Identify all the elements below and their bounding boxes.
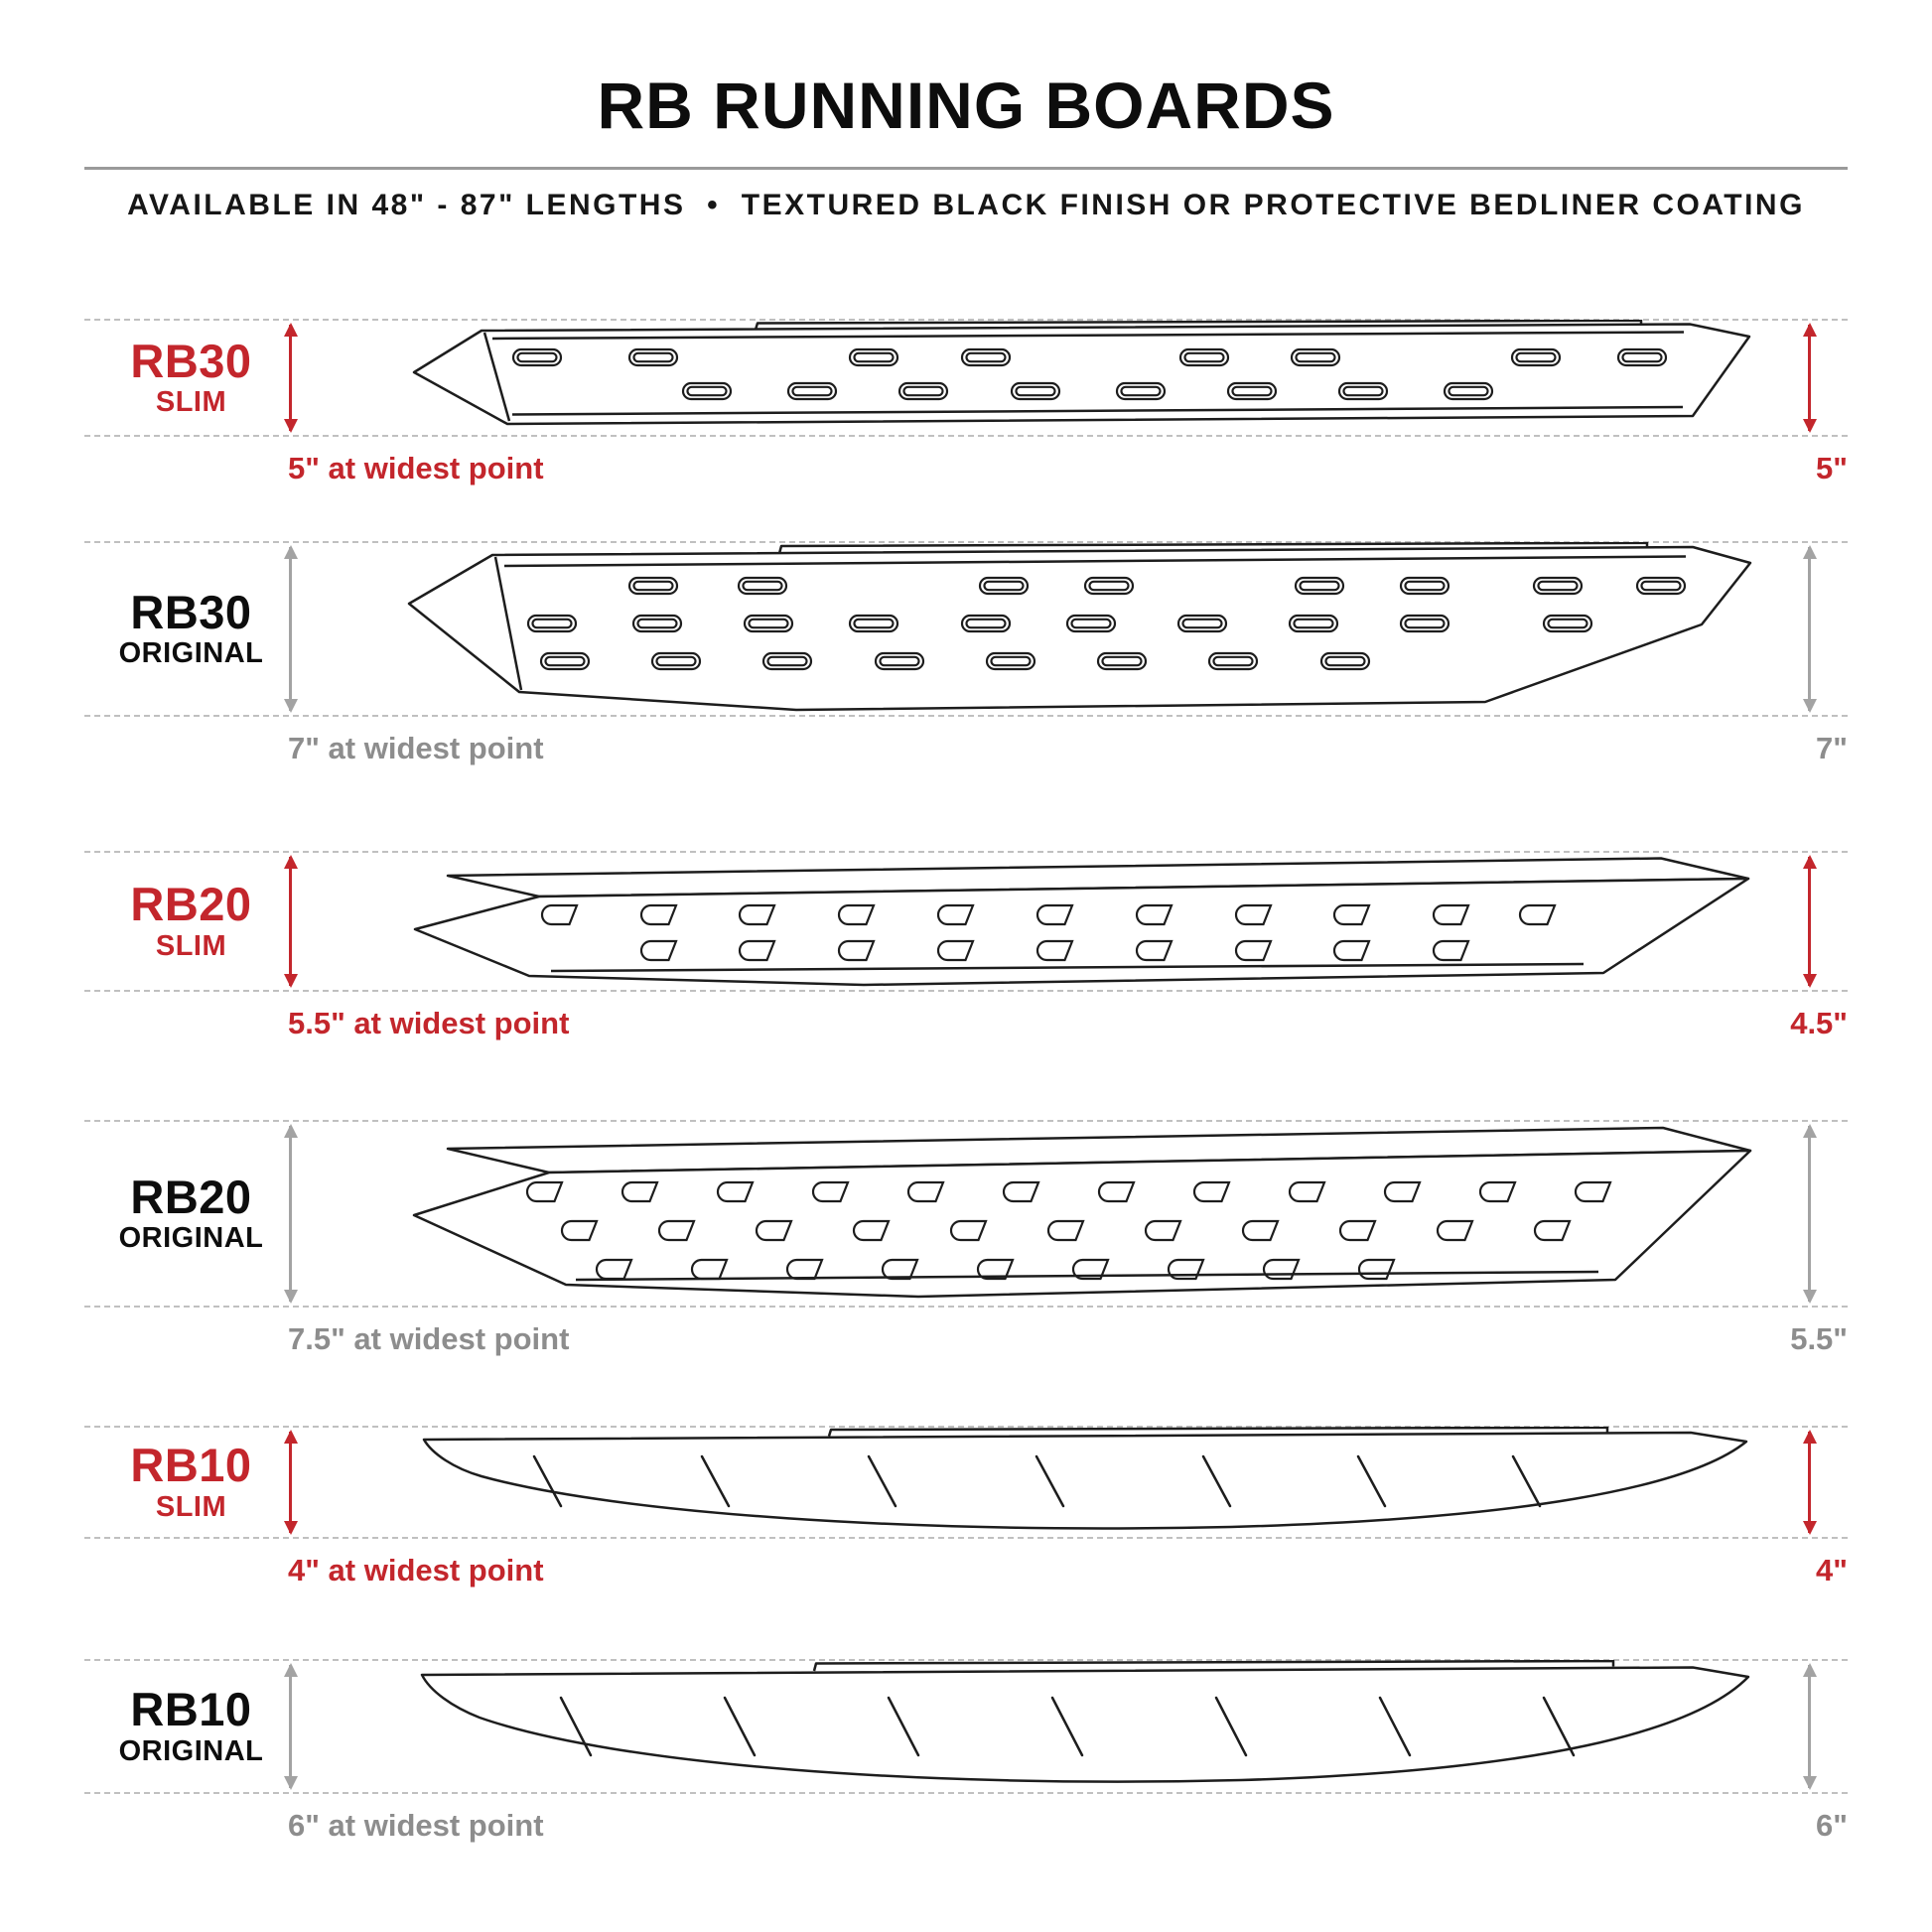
height-arrow-left [289,857,292,986]
model-name: RB10 [130,1683,252,1736]
row-rb20-slim: RB20 SLIM 5 [84,851,1848,1040]
page-subtitle: AVAILABLE IN 48" - 87" LENGTHS • TEXTURE… [127,189,1805,221]
height-arrow-left [289,325,292,431]
model-name: RB30 [130,585,252,638]
height-measurement: 7" [1816,731,1848,765]
model-name: RB20 [130,1170,252,1223]
width-measurement: 7.5" at widest point [288,1321,570,1356]
width-measurement: 7" at widest point [288,731,544,765]
dashed-line [84,1120,1848,1122]
height-arrow-right [1808,1665,1811,1788]
height-arrow-left [289,1432,292,1533]
row-rb10-slim: RB10 SLIM 4" at widest point 4" [84,1426,1848,1587]
variant-name: SLIM [155,1491,227,1524]
dashed-line [84,541,1848,543]
dashed-line [84,1306,1848,1308]
page-title: RB RUNNING BOARDS [597,69,1335,142]
rb30-slim-board-drawing [412,320,1751,426]
rb30-original-board-drawing [407,542,1752,712]
row-rb10-original: RB10 ORIGINAL 6" at widest point 6" [84,1659,1848,1843]
dashed-line [84,1537,1848,1539]
width-measurement: 4" at widest point [288,1553,544,1587]
model-label: RB30 ORIGINAL [84,585,298,670]
row-rb30-slim: RB30 SLIM 5" at wide [84,319,1848,485]
model-label: RB10 ORIGINAL [84,1686,298,1767]
dashed-line [84,1426,1848,1428]
dashed-line [84,319,1848,321]
rb20-slim-board-drawing [413,857,1750,987]
height-arrow-right [1808,325,1811,431]
width-measurement: 5" at widest point [288,451,544,485]
rb10-original-board-drawing [420,1660,1750,1783]
height-measurement: 5" [1816,451,1848,485]
variant-name: ORIGINAL [118,1222,264,1255]
height-arrow-left [289,1665,292,1788]
model-name: RB20 [130,878,252,931]
dashed-line [84,1659,1848,1661]
model-name: RB30 [130,334,252,387]
model-label: RB20 SLIM [84,881,298,962]
height-measurement: 4.5" [1790,1006,1848,1040]
width-measurement: 6" at widest point [288,1808,544,1843]
model-label: RB10 SLIM [84,1442,298,1523]
variant-name: SLIM [155,386,227,419]
variant-name: ORIGINAL [118,1735,264,1768]
dashed-line [84,715,1848,717]
row-rb20-original: RB20 ORIGINAL [84,1120,1848,1356]
height-measurement: 4" [1816,1553,1848,1587]
height-measurement: 6" [1816,1808,1848,1843]
rb10-slim-board-drawing [422,1427,1748,1530]
height-arrow-right [1808,547,1811,711]
width-measurement: 5.5" at widest point [288,1006,570,1040]
dashed-line [84,1792,1848,1794]
model-name: RB10 [130,1439,252,1492]
row-rb30-original: RB30 ORIGINAL [84,541,1848,765]
height-arrow-left [289,1126,292,1302]
height-arrow-right [1808,857,1811,986]
dashed-line [84,990,1848,992]
rb20-original-board-drawing [412,1126,1752,1299]
model-label: RB20 ORIGINAL [84,1173,298,1255]
model-label: RB30 SLIM [84,334,298,419]
height-measurement: 5.5" [1790,1321,1848,1356]
variant-name: SLIM [155,930,227,963]
dashed-line [84,435,1848,437]
header-divider [84,167,1848,170]
height-arrow-right [1808,1126,1811,1302]
dashed-line [84,851,1848,853]
height-arrow-right [1808,1432,1811,1533]
variant-name: ORIGINAL [118,637,264,670]
height-arrow-left [289,547,292,711]
